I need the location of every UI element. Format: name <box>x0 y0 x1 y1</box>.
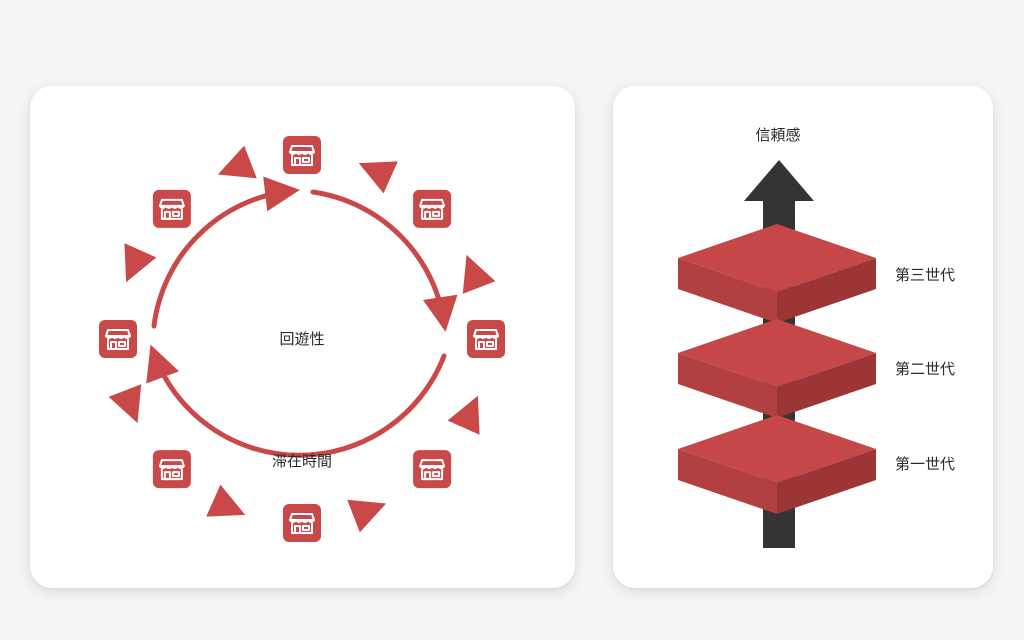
store-node-1 <box>283 136 321 174</box>
outer-arrow-5 <box>206 484 246 517</box>
bottom-label: 滞在時間 <box>272 452 332 470</box>
storefront-icon <box>473 329 499 350</box>
storefront-icon <box>419 459 446 481</box>
outer-arrow-8 <box>217 145 257 179</box>
store-node-2 <box>413 189 452 228</box>
store-node-bg <box>413 189 452 228</box>
store-node-5 <box>283 504 321 542</box>
store-node-7 <box>99 320 137 358</box>
store-node-bg <box>152 189 191 228</box>
store-node-8 <box>152 189 191 228</box>
outer-arrow-3 <box>447 395 480 435</box>
store-node-bg <box>99 320 137 358</box>
store-node-6 <box>152 450 191 489</box>
outer-ring-arrows <box>108 145 496 533</box>
store-node-bg <box>413 450 452 489</box>
storefront-icon <box>158 459 185 481</box>
layer-label-first: 第一世代 <box>895 455 955 473</box>
trust-arrow-base <box>763 514 795 548</box>
layer-right-side <box>777 353 876 418</box>
layer-label-third: 第三世代 <box>895 266 955 284</box>
inner-arrow-right <box>310 189 458 332</box>
layer-second-generation <box>678 319 876 418</box>
inner-arrow-bottom <box>146 344 447 458</box>
storefront-icon <box>289 145 315 166</box>
store-node-3 <box>467 320 505 358</box>
outer-arrow-7 <box>124 243 157 283</box>
layer-label-second: 第二世代 <box>895 360 955 378</box>
layer-left-side <box>678 449 777 514</box>
cycle-diagram: 回遊性 滞在時間 <box>99 136 505 542</box>
storefront-icon <box>419 198 446 220</box>
store-node-bg <box>467 320 505 358</box>
trust-arrow-head <box>744 160 814 201</box>
store-node-bg <box>152 450 191 489</box>
layer-third-generation <box>678 224 876 323</box>
center-label: 回遊性 <box>279 330 324 348</box>
outer-arrow-1 <box>358 161 398 194</box>
layer-stack-diagram: 信頼感 第三世代 第二世代 第一世代 <box>678 126 955 548</box>
storefront-icon <box>105 329 131 350</box>
layer-right-side <box>777 258 876 323</box>
outer-arrow-2 <box>462 254 496 294</box>
layer-first-generation <box>678 415 876 514</box>
layer-left-side <box>678 353 777 418</box>
inner-arrow-left <box>151 176 300 329</box>
top-label: 信頼感 <box>755 126 800 144</box>
layer-left-side <box>678 258 777 323</box>
inner-ring-arrows <box>146 176 458 458</box>
storefront-icon <box>158 198 185 220</box>
outer-arrow-6 <box>108 384 142 424</box>
storefront-icon <box>289 513 315 534</box>
store-node-4 <box>413 450 452 489</box>
outer-arrow-4 <box>347 499 387 533</box>
layer-right-side <box>777 449 876 514</box>
store-nodes <box>99 136 505 542</box>
store-node-bg <box>283 504 321 542</box>
store-node-bg <box>283 136 321 174</box>
